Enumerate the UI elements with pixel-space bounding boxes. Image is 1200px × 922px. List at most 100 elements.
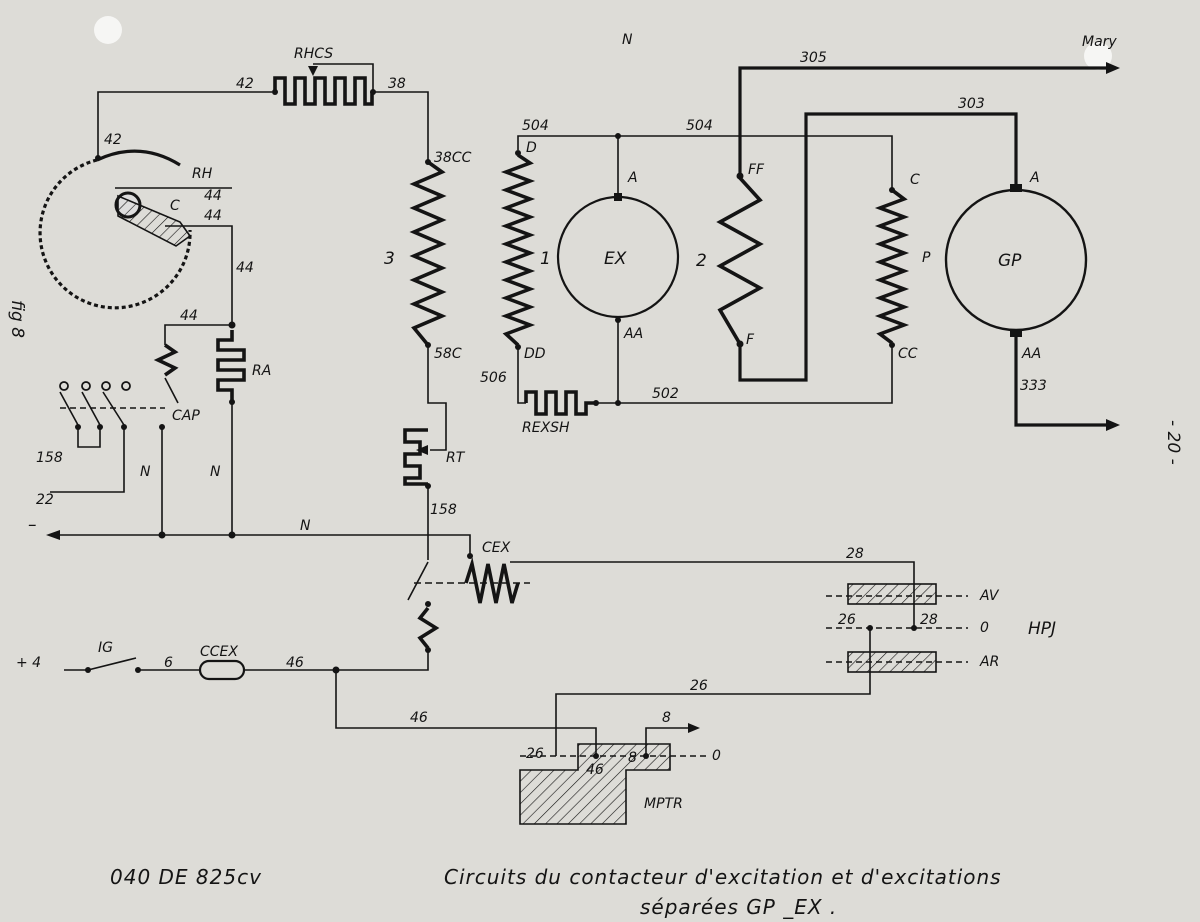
label-w303: 303 (958, 96, 985, 112)
label-d: D (526, 140, 537, 156)
label-gp: GP (998, 251, 1022, 271)
cap-coil (153, 343, 179, 377)
label-f: F (746, 332, 755, 348)
mptr-drum (519, 743, 671, 825)
label-w22: 22 (36, 492, 54, 508)
node-ra-top (228, 321, 236, 329)
rt-tap-arrow (416, 445, 428, 455)
label-w44a: 44 (204, 188, 222, 204)
label-zero1: 0 (980, 620, 989, 636)
wire-46 (244, 669, 597, 756)
node-ex-aa (615, 317, 621, 323)
label-w26a: 26 (838, 612, 856, 628)
wire-8-arrow (688, 723, 700, 733)
node-ex-top (615, 133, 621, 139)
label-aa1: AA (623, 326, 643, 342)
label-plus4: + 4 (16, 655, 41, 671)
label-minus: – (28, 515, 37, 535)
node-mptr-46 (593, 753, 599, 759)
punch-hole-right (1084, 42, 1112, 70)
label-w26b: 26 (690, 678, 708, 694)
caption-model: 040 DE 825cv (110, 865, 262, 889)
wire-58c (427, 345, 447, 451)
coil-p-field (874, 188, 910, 345)
label-w46a: 46 (286, 655, 304, 671)
label-fig: fig 8 (7, 300, 27, 338)
resistor-rt (403, 428, 428, 486)
label-w42b: 42 (104, 132, 122, 148)
label-w28a: 28 (846, 546, 864, 562)
node-hpj-28 (911, 625, 917, 631)
wire-333 (1014, 337, 1108, 427)
label-n3: N (300, 518, 311, 534)
label-w46c: 46 (586, 762, 604, 778)
node-46 (332, 666, 340, 674)
wire-22 (50, 427, 125, 493)
label-ff: FF (748, 162, 765, 178)
cex-coil (464, 556, 520, 604)
node-d (515, 150, 521, 156)
label-a1: A (627, 170, 638, 186)
wire-305 (738, 66, 1110, 175)
node-cc (889, 342, 895, 348)
resistor-rexsh (524, 390, 596, 416)
switch-ig (87, 657, 137, 671)
wire-506 (517, 347, 526, 404)
label-n-top: N (622, 32, 633, 48)
label-w42a: 42 (236, 76, 254, 92)
label-w44b: 44 (204, 208, 222, 224)
label-n2: N (210, 464, 221, 480)
label-ig: IG (98, 640, 113, 656)
label-w305: 305 (800, 50, 827, 66)
node-cex-lower (425, 601, 431, 607)
label-w46b: 46 (410, 710, 428, 726)
label-w6: 6 (164, 655, 173, 671)
label-zero2: 0 (712, 748, 721, 764)
label-coil2: 2 (696, 251, 707, 271)
label-cap: CAP (172, 408, 200, 424)
label-aa2: AA (1021, 346, 1041, 362)
wire-504 (517, 135, 893, 190)
wire-8 (645, 727, 690, 756)
caption-title-line1: Circuits du contacteur d'excitation et d… (444, 865, 1002, 889)
rheostat-rh (38, 149, 192, 310)
label-c-arm: C (170, 198, 180, 214)
wire-cex-28 (510, 561, 915, 628)
label-rh: RH (192, 166, 213, 182)
label-w158a: 158 (36, 450, 63, 466)
wire-26 (555, 628, 871, 756)
punch-hole-left (94, 16, 122, 44)
label-rexsh: REXSH (522, 420, 570, 436)
bus-minus-n (56, 534, 471, 556)
label-ar: AR (979, 654, 999, 670)
label-w158b: 158 (430, 502, 457, 518)
label-w44d: 44 (180, 308, 198, 324)
label-c: C (910, 172, 920, 188)
label-hpj: HPJ (1028, 619, 1056, 639)
label-w504b: 504 (686, 118, 713, 134)
node-n-cex (467, 553, 473, 559)
label-w28b: 28 (920, 612, 938, 628)
wire-502 (596, 345, 893, 404)
label-w38cc: 38CC (434, 150, 472, 166)
brush-ex-a (614, 193, 622, 201)
coil-3-field (409, 160, 447, 347)
hpj-lines (826, 595, 968, 663)
label-dd: DD (524, 346, 546, 362)
rhcs-tap-arrow (308, 66, 318, 76)
label-signature: Mary (1082, 34, 1117, 50)
wire-46-cex (336, 650, 429, 671)
wire-42 (97, 91, 272, 160)
wire-38 (373, 91, 429, 162)
brush-gp-aa (1010, 329, 1022, 337)
node-rhcs-left (272, 89, 278, 95)
brush-gp-a (1010, 184, 1022, 192)
bus-minus-arrow (46, 530, 60, 540)
label-w502: 502 (652, 386, 679, 402)
node-c (889, 187, 895, 193)
label-rhcs: RHCS (294, 46, 333, 62)
label-w333: 333 (1020, 378, 1047, 394)
label-av: AV (979, 588, 1000, 604)
rheostat-arm (117, 194, 192, 247)
node-ff (736, 172, 744, 180)
